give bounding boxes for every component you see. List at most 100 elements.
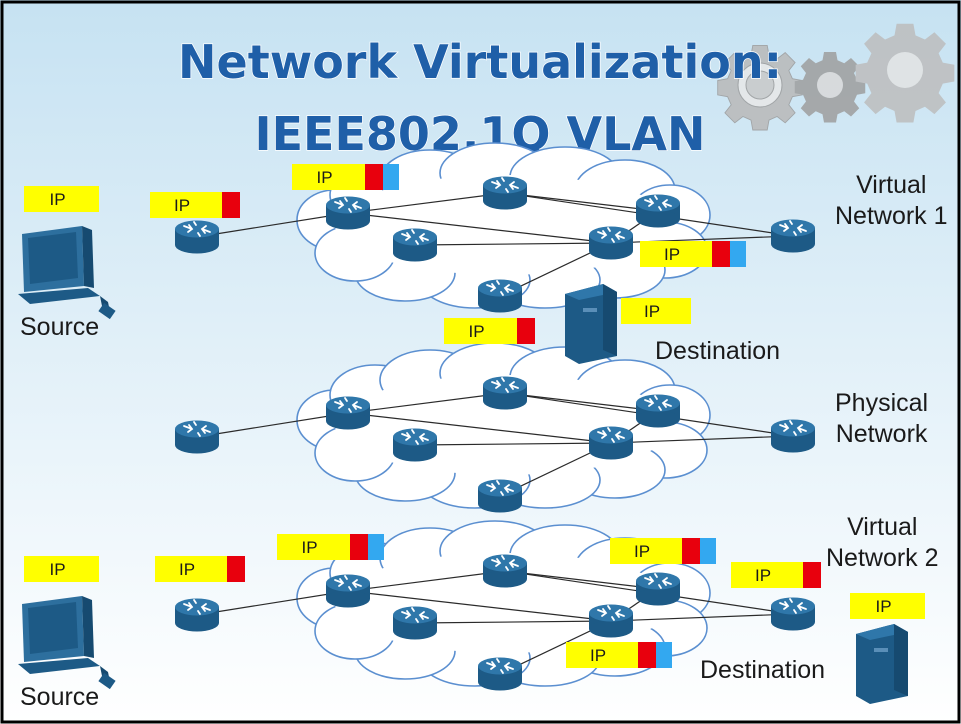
network-link bbox=[347, 570, 506, 592]
network-link bbox=[347, 212, 612, 244]
ethernet-tag bbox=[368, 534, 384, 560]
destination-label: Destination bbox=[655, 337, 781, 365]
virtual-network-1-label: Virtual Network 1 bbox=[835, 171, 948, 230]
ip-label: IP bbox=[634, 542, 650, 561]
ip-header bbox=[277, 534, 350, 560]
ip-label: IP bbox=[590, 646, 606, 665]
ip-header bbox=[566, 642, 638, 668]
router-icon bbox=[477, 478, 523, 514]
vlan-tag bbox=[682, 538, 700, 564]
router-icon bbox=[635, 571, 681, 607]
ip-packet: IP bbox=[640, 241, 746, 267]
vlan-tag bbox=[350, 534, 368, 560]
ip-label: IP bbox=[174, 196, 190, 215]
router-icon bbox=[588, 425, 634, 461]
ip-packet: IP bbox=[444, 318, 535, 344]
page-title-line1: Network Virtualization: bbox=[178, 35, 782, 89]
ip-header bbox=[731, 562, 803, 588]
computer-icon bbox=[18, 226, 116, 320]
ip-packet: IP bbox=[24, 186, 99, 212]
router-icon bbox=[588, 225, 634, 261]
router-icon bbox=[482, 375, 528, 411]
ip-packet: IP bbox=[150, 192, 240, 218]
ip-label: IP bbox=[316, 168, 332, 187]
destination-label: Destination bbox=[700, 656, 826, 684]
router-icon bbox=[392, 227, 438, 263]
network-link bbox=[347, 412, 612, 444]
vlan-tag bbox=[227, 556, 245, 582]
network-link bbox=[414, 620, 612, 624]
ip-header bbox=[24, 186, 99, 212]
vlan-tag bbox=[638, 642, 656, 668]
computer-icon bbox=[18, 596, 116, 690]
ip-label: IP bbox=[875, 597, 891, 616]
physical-network-label: Physical Network bbox=[835, 389, 929, 448]
ip-header bbox=[444, 318, 517, 344]
ip-packet: IP bbox=[292, 164, 399, 190]
ip-packet: IP bbox=[24, 556, 99, 582]
router-icon bbox=[174, 419, 220, 455]
ethernet-tag bbox=[383, 164, 399, 190]
ip-label: IP bbox=[49, 560, 65, 579]
ip-label: IP bbox=[179, 560, 195, 579]
network-link bbox=[610, 613, 794, 622]
network-link bbox=[196, 412, 349, 438]
ethernet-tag bbox=[656, 642, 672, 668]
ip-header bbox=[621, 298, 691, 324]
server-icon bbox=[856, 624, 908, 704]
vlan-tag bbox=[803, 562, 821, 588]
router-icon bbox=[325, 395, 371, 431]
ip-header bbox=[640, 241, 712, 267]
ip-header bbox=[292, 164, 365, 190]
ip-header bbox=[610, 538, 682, 564]
ip-packet: IP bbox=[850, 593, 925, 619]
router-icon bbox=[482, 175, 528, 211]
vlan-tag bbox=[712, 241, 730, 267]
network-link bbox=[347, 192, 506, 214]
gear-icon bbox=[717, 23, 955, 131]
ip-header bbox=[150, 192, 222, 218]
router-icon bbox=[635, 193, 681, 229]
network-link bbox=[414, 242, 612, 246]
ip-packet: IP bbox=[155, 556, 245, 582]
router-icon bbox=[588, 603, 634, 639]
router-icon bbox=[325, 195, 371, 231]
ip-label: IP bbox=[301, 538, 317, 557]
ethernet-tag bbox=[730, 241, 746, 267]
source-label: Source bbox=[20, 313, 100, 341]
network-link bbox=[610, 435, 794, 444]
router-icon bbox=[770, 596, 816, 632]
source-label: Source bbox=[20, 683, 100, 711]
ip-packet: IP bbox=[731, 562, 821, 588]
router-icon bbox=[174, 597, 220, 633]
router-icon bbox=[477, 656, 523, 692]
vlan-tag bbox=[517, 318, 535, 344]
ip-packet: IP bbox=[277, 534, 384, 560]
router-icon bbox=[392, 427, 438, 463]
network-link bbox=[347, 392, 506, 414]
router-icon bbox=[770, 418, 816, 454]
network-link bbox=[196, 590, 349, 616]
network-link bbox=[196, 212, 349, 238]
ip-packet: IP bbox=[621, 298, 691, 324]
router-icon bbox=[325, 573, 371, 609]
vlan-tag bbox=[365, 164, 383, 190]
network-link bbox=[504, 392, 659, 412]
router-icon bbox=[174, 219, 220, 255]
ip-label: IP bbox=[755, 566, 771, 585]
network-link bbox=[347, 590, 612, 622]
ip-label: IP bbox=[468, 322, 484, 341]
network-diagram: IP IP IP IP IP IP IP IP IP IP IP IP IP bbox=[18, 142, 925, 704]
ethernet-tag bbox=[700, 538, 716, 564]
router-icon bbox=[477, 278, 523, 314]
router-icon bbox=[482, 553, 528, 589]
virtual-network-2-label: Virtual Network 2 bbox=[826, 513, 939, 572]
router-icon bbox=[635, 393, 681, 429]
ip-packet: IP bbox=[610, 538, 716, 564]
ip-label: IP bbox=[49, 190, 65, 209]
network-link bbox=[504, 192, 659, 212]
ip-header bbox=[24, 556, 99, 582]
